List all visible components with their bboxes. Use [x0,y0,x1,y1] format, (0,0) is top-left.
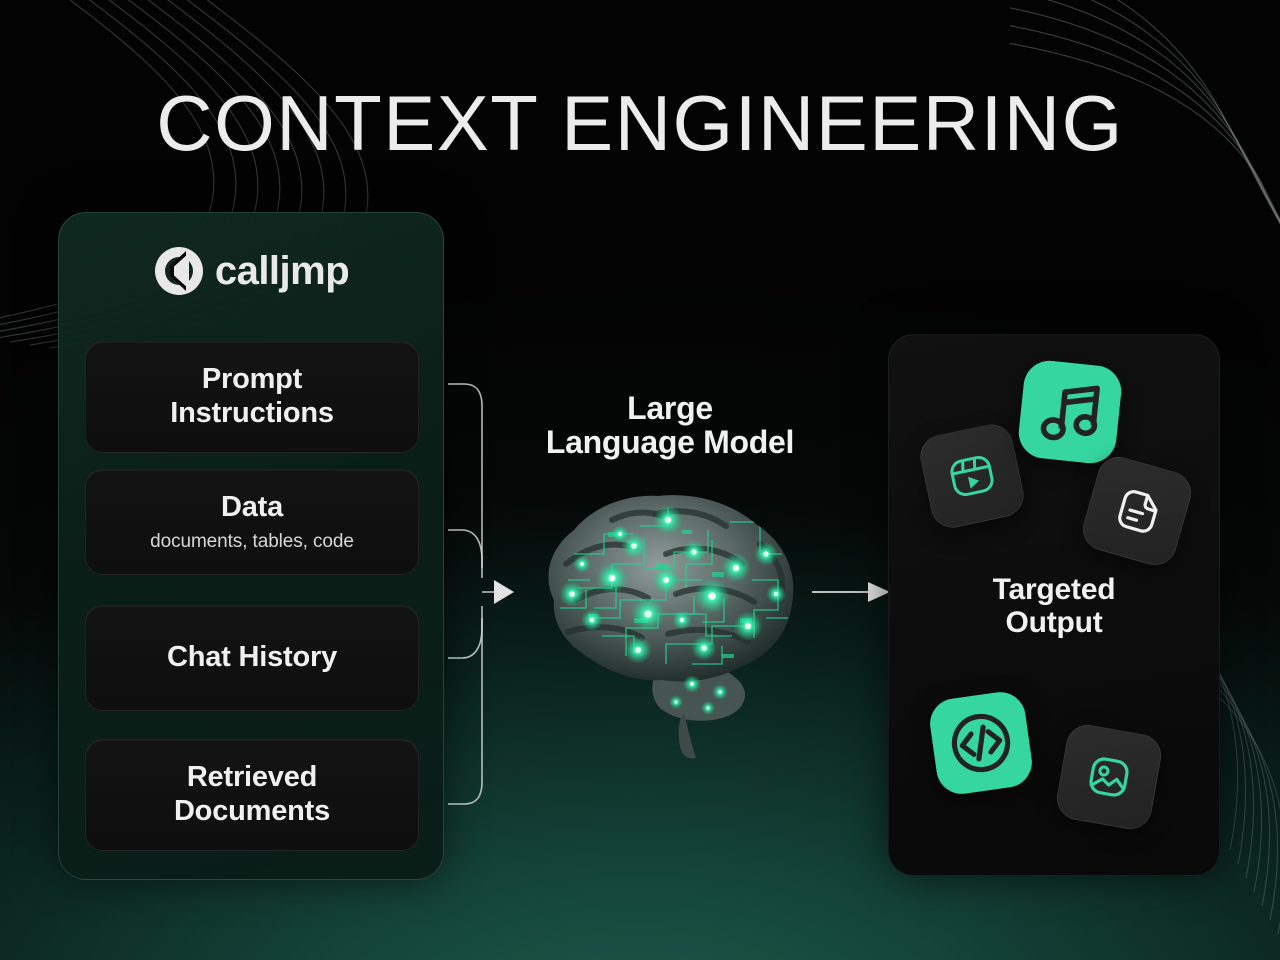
output-tile-image[interactable] [1053,721,1165,833]
calljmp-logo-icon [154,247,203,295]
card-title-line1: Prompt [201,363,303,396]
output-tile-music[interactable] [1016,358,1124,466]
input-card-retrieved-documents[interactable]: Retrieved Documents [85,739,419,851]
output-label-line2: Output [1005,606,1103,639]
card-title-line2: Documents [173,795,331,827]
llm-label: Large Language Model [470,390,870,460]
llm-label-line1: Large [627,390,713,426]
video-reel-icon [950,455,994,497]
brand-name: calljmp [214,248,350,293]
targeted-output-panel: Targeted Output [888,334,1220,876]
card-title-line1: Chat History [166,641,337,674]
output-label-line1: Targeted [992,573,1116,606]
input-card-chat-history[interactable]: Chat History [85,605,419,711]
page-title: CONTEXT ENGINEERING [156,79,1124,167]
output-tile-code[interactable] [927,689,1035,797]
music-note-icon [1018,360,1122,464]
context-inputs-panel: calljmp Prompt Instructions Data documen… [58,212,444,880]
code-icon [930,692,1032,794]
input-card-prompt-instructions[interactable]: Prompt Instructions [85,341,419,453]
document-icon [1118,490,1158,533]
llm-label-line2: Language Model [545,423,795,460]
card-title-line1: Data [220,491,284,524]
card-subtitle: documents, tables, code [150,530,354,552]
circuit-brain-image [548,495,794,759]
output-label: Targeted Output [889,573,1219,639]
output-tile-document[interactable] [1077,451,1197,571]
output-arrow-icon [812,582,890,602]
brand-logo: calljmp [59,245,443,297]
image-icon [1089,757,1129,797]
output-tile-video[interactable] [916,420,1028,532]
card-title-line1: Retrieved [186,761,318,794]
input-card-data[interactable]: Data documents, tables, code [85,469,419,575]
input-arrow-icon [448,383,514,805]
card-title-line2: Instructions [170,397,334,429]
